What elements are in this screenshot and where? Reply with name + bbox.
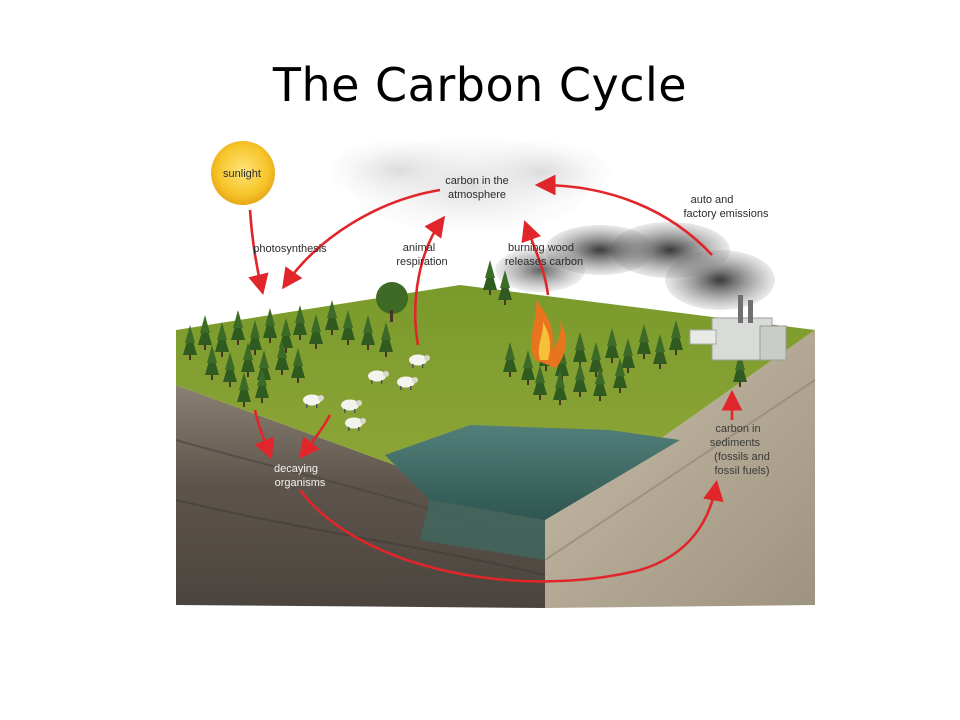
arrow-emissions-to-atmosphere <box>534 174 713 256</box>
deciduous-tree-icon <box>376 282 408 322</box>
label-sediments-2: sediments <box>710 437 761 449</box>
label-atmosphere-2: atmosphere <box>448 189 506 201</box>
label-emissions-2: factory emissions <box>684 208 769 220</box>
arrow-decay-to-sediments <box>298 479 724 583</box>
label-sediments-3: (fossils and <box>714 451 770 463</box>
arrow-sun-to-trees <box>248 209 269 296</box>
label-decaying-2: organisms <box>275 477 326 489</box>
fire-icon <box>531 300 566 368</box>
grass-surface <box>176 285 815 520</box>
label-emissions-1: auto and <box>691 194 734 206</box>
factory-smoke-icon <box>495 222 775 310</box>
arrow-atmosphere-to-trees <box>282 188 441 290</box>
label-burning-1: burning wood <box>508 242 574 254</box>
smoke-cloud-icon <box>330 137 610 233</box>
label-sediments-4: fossil fuels) <box>714 465 769 477</box>
arrow-trees-to-decay <box>253 409 274 460</box>
arrow-respiration-to-atmosphere <box>413 215 446 346</box>
label-decaying-1: decaying <box>274 463 318 475</box>
label-respiration-1: animal <box>403 242 435 254</box>
label-sediments-1: carbon in <box>715 423 760 435</box>
factory-icon <box>689 295 787 361</box>
label-respiration-2: respiration <box>396 256 447 268</box>
label-sunlight: sunlight <box>223 168 261 180</box>
label-photosynthesis: photosynthesis <box>253 243 327 255</box>
cycle-arrows <box>248 174 743 583</box>
lake <box>385 425 680 520</box>
label-atmosphere-1: carbon in the <box>445 175 509 187</box>
slide-title: The Carbon Cycle <box>272 58 688 112</box>
sun-icon <box>211 141 275 205</box>
label-burning-2: releases carbon <box>505 256 583 268</box>
arrow-animals-to-decay <box>298 414 332 460</box>
arrow-burning-to-atmosphere <box>521 220 550 296</box>
